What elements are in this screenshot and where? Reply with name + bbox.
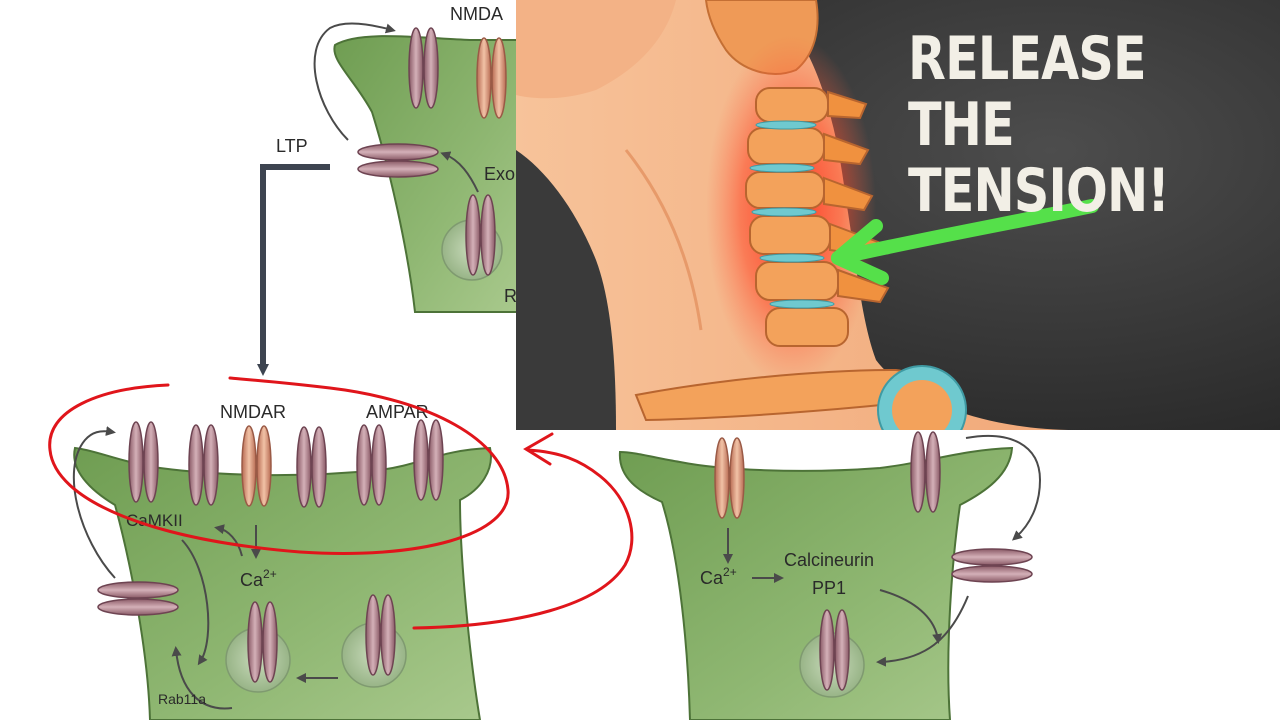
left-calcium-label: Ca2+ xyxy=(240,567,277,590)
green-pointer-arrow xyxy=(831,199,1099,285)
red-ellipse-annotation xyxy=(48,376,510,555)
left-rab-arrow xyxy=(171,646,233,710)
jaw-shadow xyxy=(516,150,616,430)
right-pp1-label: PP1 xyxy=(812,578,846,598)
left-camkii-arrow xyxy=(214,524,243,557)
right-membrane-receptor xyxy=(951,548,1033,583)
right-calcineurin-label: Calcineurin xyxy=(784,550,874,570)
right-calcium-charge: 2+ xyxy=(723,565,737,579)
right-spine: Ca2+ Calcineurin PP1 xyxy=(618,431,1042,720)
red-curve-annotation xyxy=(412,448,634,630)
jaw-skin xyxy=(516,0,676,99)
neck-tension-illustration xyxy=(516,0,1280,430)
top-nmdar-label: NMDA xyxy=(450,4,503,24)
top-recycle-arrow xyxy=(313,22,396,141)
top-spine: NMDA Exo R xyxy=(313,4,521,313)
right-calcium-label: Ca2+ xyxy=(700,565,737,588)
red-arrowhead-annotation xyxy=(523,432,554,466)
red-annotation xyxy=(48,376,634,630)
left-rab-label: Rab11a xyxy=(158,691,206,707)
left-calcium-symbol: Ca xyxy=(240,570,264,590)
top-exo-label: Exo xyxy=(484,164,515,184)
right-calcium-symbol: Ca xyxy=(700,568,724,588)
throat-line xyxy=(624,149,703,331)
right-endocytosis-arrow xyxy=(876,595,969,667)
ltp-connector: LTP xyxy=(257,136,330,376)
spinal-discs xyxy=(749,120,835,309)
left-ampar-label: AMPAR xyxy=(366,402,429,422)
shoulder-joint-cap xyxy=(892,380,952,430)
top-exo-arrow xyxy=(440,151,479,193)
ltp-arrow xyxy=(257,164,330,376)
ltp-label: LTP xyxy=(276,136,308,156)
inset-title: RELEASE THE TENSION! xyxy=(908,24,1170,226)
left-calcium-charge: 2+ xyxy=(263,567,277,581)
left-camkii-label: CaMKII xyxy=(126,511,183,530)
right-pp1-arrow xyxy=(879,589,943,644)
right-recycle-arrow xyxy=(965,434,1042,541)
left-nmdar-label: NMDAR xyxy=(220,402,286,422)
top-recycling-label: R xyxy=(504,286,517,306)
left-endocytosis-arrow xyxy=(181,539,210,666)
left-spine: NMDAR AMPAR CaMKII Ca2+ Rab11a xyxy=(72,402,492,720)
left-recycle-arrow xyxy=(72,426,116,579)
